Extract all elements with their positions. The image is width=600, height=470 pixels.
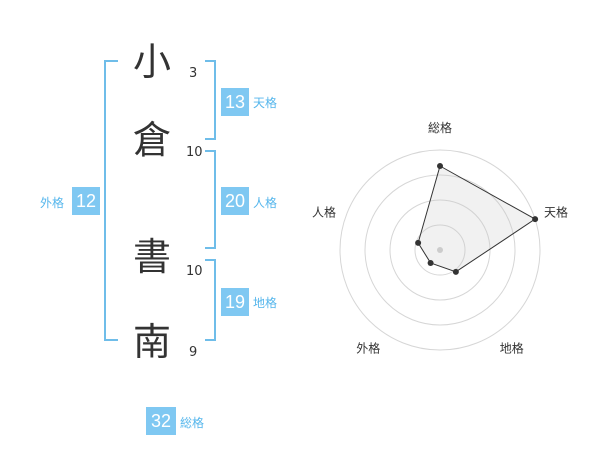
jin-bracket bbox=[205, 150, 216, 249]
name-char-3: 書 bbox=[132, 235, 171, 279]
radar-grid-ring bbox=[389, 199, 491, 301]
ten-kaku-badge: 13 bbox=[221, 88, 249, 116]
chi-kaku-badge: 19 bbox=[221, 288, 249, 316]
ten-bracket bbox=[205, 60, 216, 140]
radar-axis-label-5: 人格 bbox=[312, 204, 336, 219]
radar-grid-ring bbox=[414, 224, 466, 276]
ten-kaku-label: 天格 bbox=[253, 96, 278, 110]
name-char-3-strokes: 10 bbox=[186, 264, 203, 279]
name-char-2: 倉 bbox=[132, 118, 171, 162]
radar-point-3 bbox=[452, 268, 459, 275]
radar-grid-ring bbox=[364, 174, 516, 326]
name-char-2-strokes: 10 bbox=[186, 145, 203, 160]
gai-kaku-label: 外格 bbox=[40, 196, 65, 210]
name-char-4-strokes: 9 bbox=[189, 345, 198, 360]
name-char-1: 小 bbox=[132, 40, 171, 84]
radar-axis-label-4: 外格 bbox=[356, 341, 380, 356]
jin-kaku-label: 人格 bbox=[253, 196, 278, 210]
gai-kaku-badge: 12 bbox=[72, 187, 100, 215]
name-char-4: 南 bbox=[132, 320, 171, 364]
radar-axis-label-2: 天格 bbox=[544, 204, 568, 219]
name-char-1-strokes: 3 bbox=[189, 66, 198, 81]
gai-bracket bbox=[104, 60, 118, 341]
chi-bracket bbox=[205, 259, 216, 341]
radar-grid-ring bbox=[339, 149, 541, 351]
radar-point-4 bbox=[427, 259, 434, 266]
sou-kaku-badge: 32 bbox=[146, 407, 176, 435]
radar-series-polygon bbox=[417, 165, 537, 273]
radar-center-dot bbox=[437, 247, 443, 253]
sou-kaku-label: 総格 bbox=[180, 416, 205, 430]
radar-point-2 bbox=[532, 216, 539, 223]
radar-axis-label-1: 総格 bbox=[428, 120, 452, 135]
radar-axis-label-3: 地格 bbox=[500, 341, 524, 356]
chi-kaku-label: 地格 bbox=[253, 296, 278, 310]
jin-kaku-badge: 20 bbox=[221, 187, 249, 215]
radar-point-1 bbox=[437, 163, 443, 169]
radar-point-5 bbox=[415, 239, 422, 246]
